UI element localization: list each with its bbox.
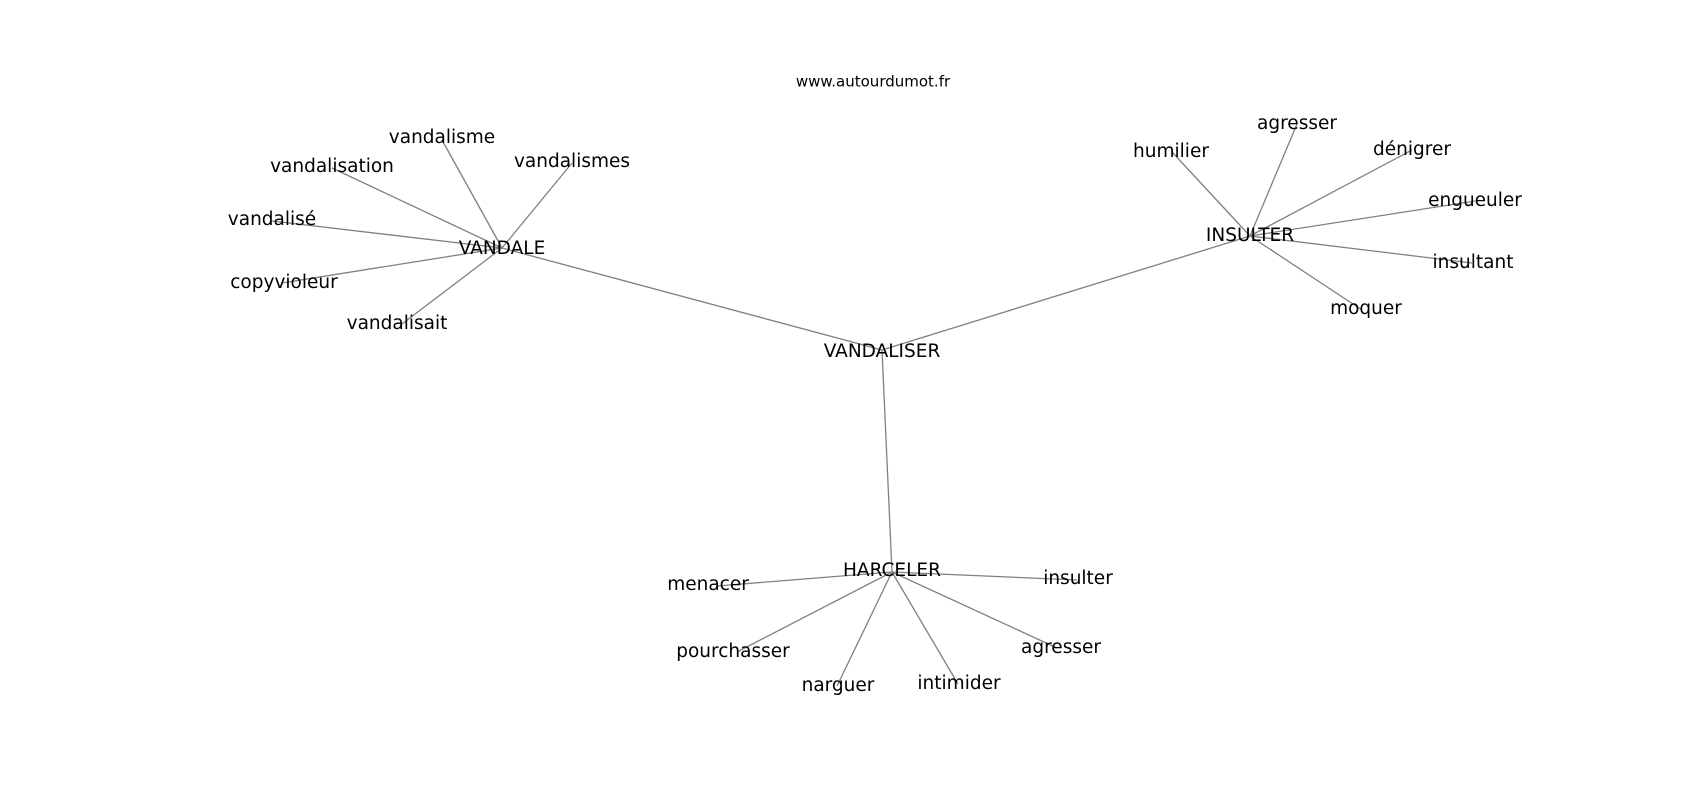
leaf-node[interactable]: insultant: [1433, 252, 1514, 273]
leaf-node[interactable]: vandalisme: [389, 127, 495, 148]
hub-node-vandale[interactable]: VANDALE: [459, 238, 546, 259]
leaf-node[interactable]: engueuler: [1428, 190, 1522, 211]
leaf-node[interactable]: intimider: [917, 673, 1001, 694]
labels: www.autourdumot.fr VANDALISER VANDALE va…: [228, 73, 1522, 697]
edge-center-harceler: [881, 349, 893, 573]
leaf-node[interactable]: narguer: [802, 675, 875, 696]
leaf-node[interactable]: humilier: [1133, 141, 1209, 162]
leaf-node[interactable]: moquer: [1330, 298, 1402, 319]
edge-vandale-copyvioleur: [281, 247, 503, 284]
edge-insulter-insultant: [1249, 235, 1473, 264]
edges: [271, 123, 1476, 687]
hub-node-harceler[interactable]: HARCELER: [843, 560, 941, 581]
edge-harceler-pourchasser: [736, 571, 893, 653]
edge-insulter-humilier: [1171, 151, 1251, 237]
edge-harceler-narguer: [836, 571, 893, 687]
edge-vandale-vandalise: [271, 220, 503, 249]
site-url: www.autourdumot.fr: [796, 73, 951, 91]
leaf-node[interactable]: vandalisé: [228, 209, 316, 230]
edge-center-vandale: [501, 247, 883, 351]
edge-insulter-agresser: [1249, 123, 1298, 237]
edge-harceler-intimider: [891, 571, 959, 685]
hub-node-insulter[interactable]: INSULTER: [1206, 225, 1294, 246]
leaf-node[interactable]: menacer: [667, 574, 749, 595]
edge-vandale-vandalisation: [331, 167, 503, 249]
edge-harceler-agresser: [891, 571, 1058, 649]
edge-harceler-insulter: [891, 571, 1078, 581]
leaf-node[interactable]: vandalisation: [270, 156, 394, 177]
leaf-node[interactable]: dénigrer: [1373, 139, 1451, 160]
edge-harceler-menacer: [716, 571, 893, 587]
leaf-node[interactable]: vandalismes: [514, 151, 630, 172]
edge-vandale-vandalismes: [501, 162, 573, 249]
edge-vandale-vandalisait: [401, 247, 503, 325]
edge-insulter-denigrer: [1249, 149, 1413, 237]
leaf-node[interactable]: copyvioleur: [230, 272, 338, 293]
center-node[interactable]: VANDALISER: [824, 341, 941, 362]
edge-vandale-vandalisme: [441, 139, 503, 249]
leaf-node[interactable]: pourchasser: [676, 641, 790, 662]
leaf-node[interactable]: agresser: [1257, 113, 1337, 134]
edge-center-insulter: [881, 235, 1251, 351]
edge-insulter-engueuler: [1249, 200, 1476, 237]
leaf-node[interactable]: agresser: [1021, 637, 1101, 658]
leaf-node[interactable]: insulter: [1043, 568, 1113, 589]
edge-insulter-moquer: [1249, 235, 1363, 311]
leaf-node[interactable]: vandalisait: [347, 313, 448, 334]
